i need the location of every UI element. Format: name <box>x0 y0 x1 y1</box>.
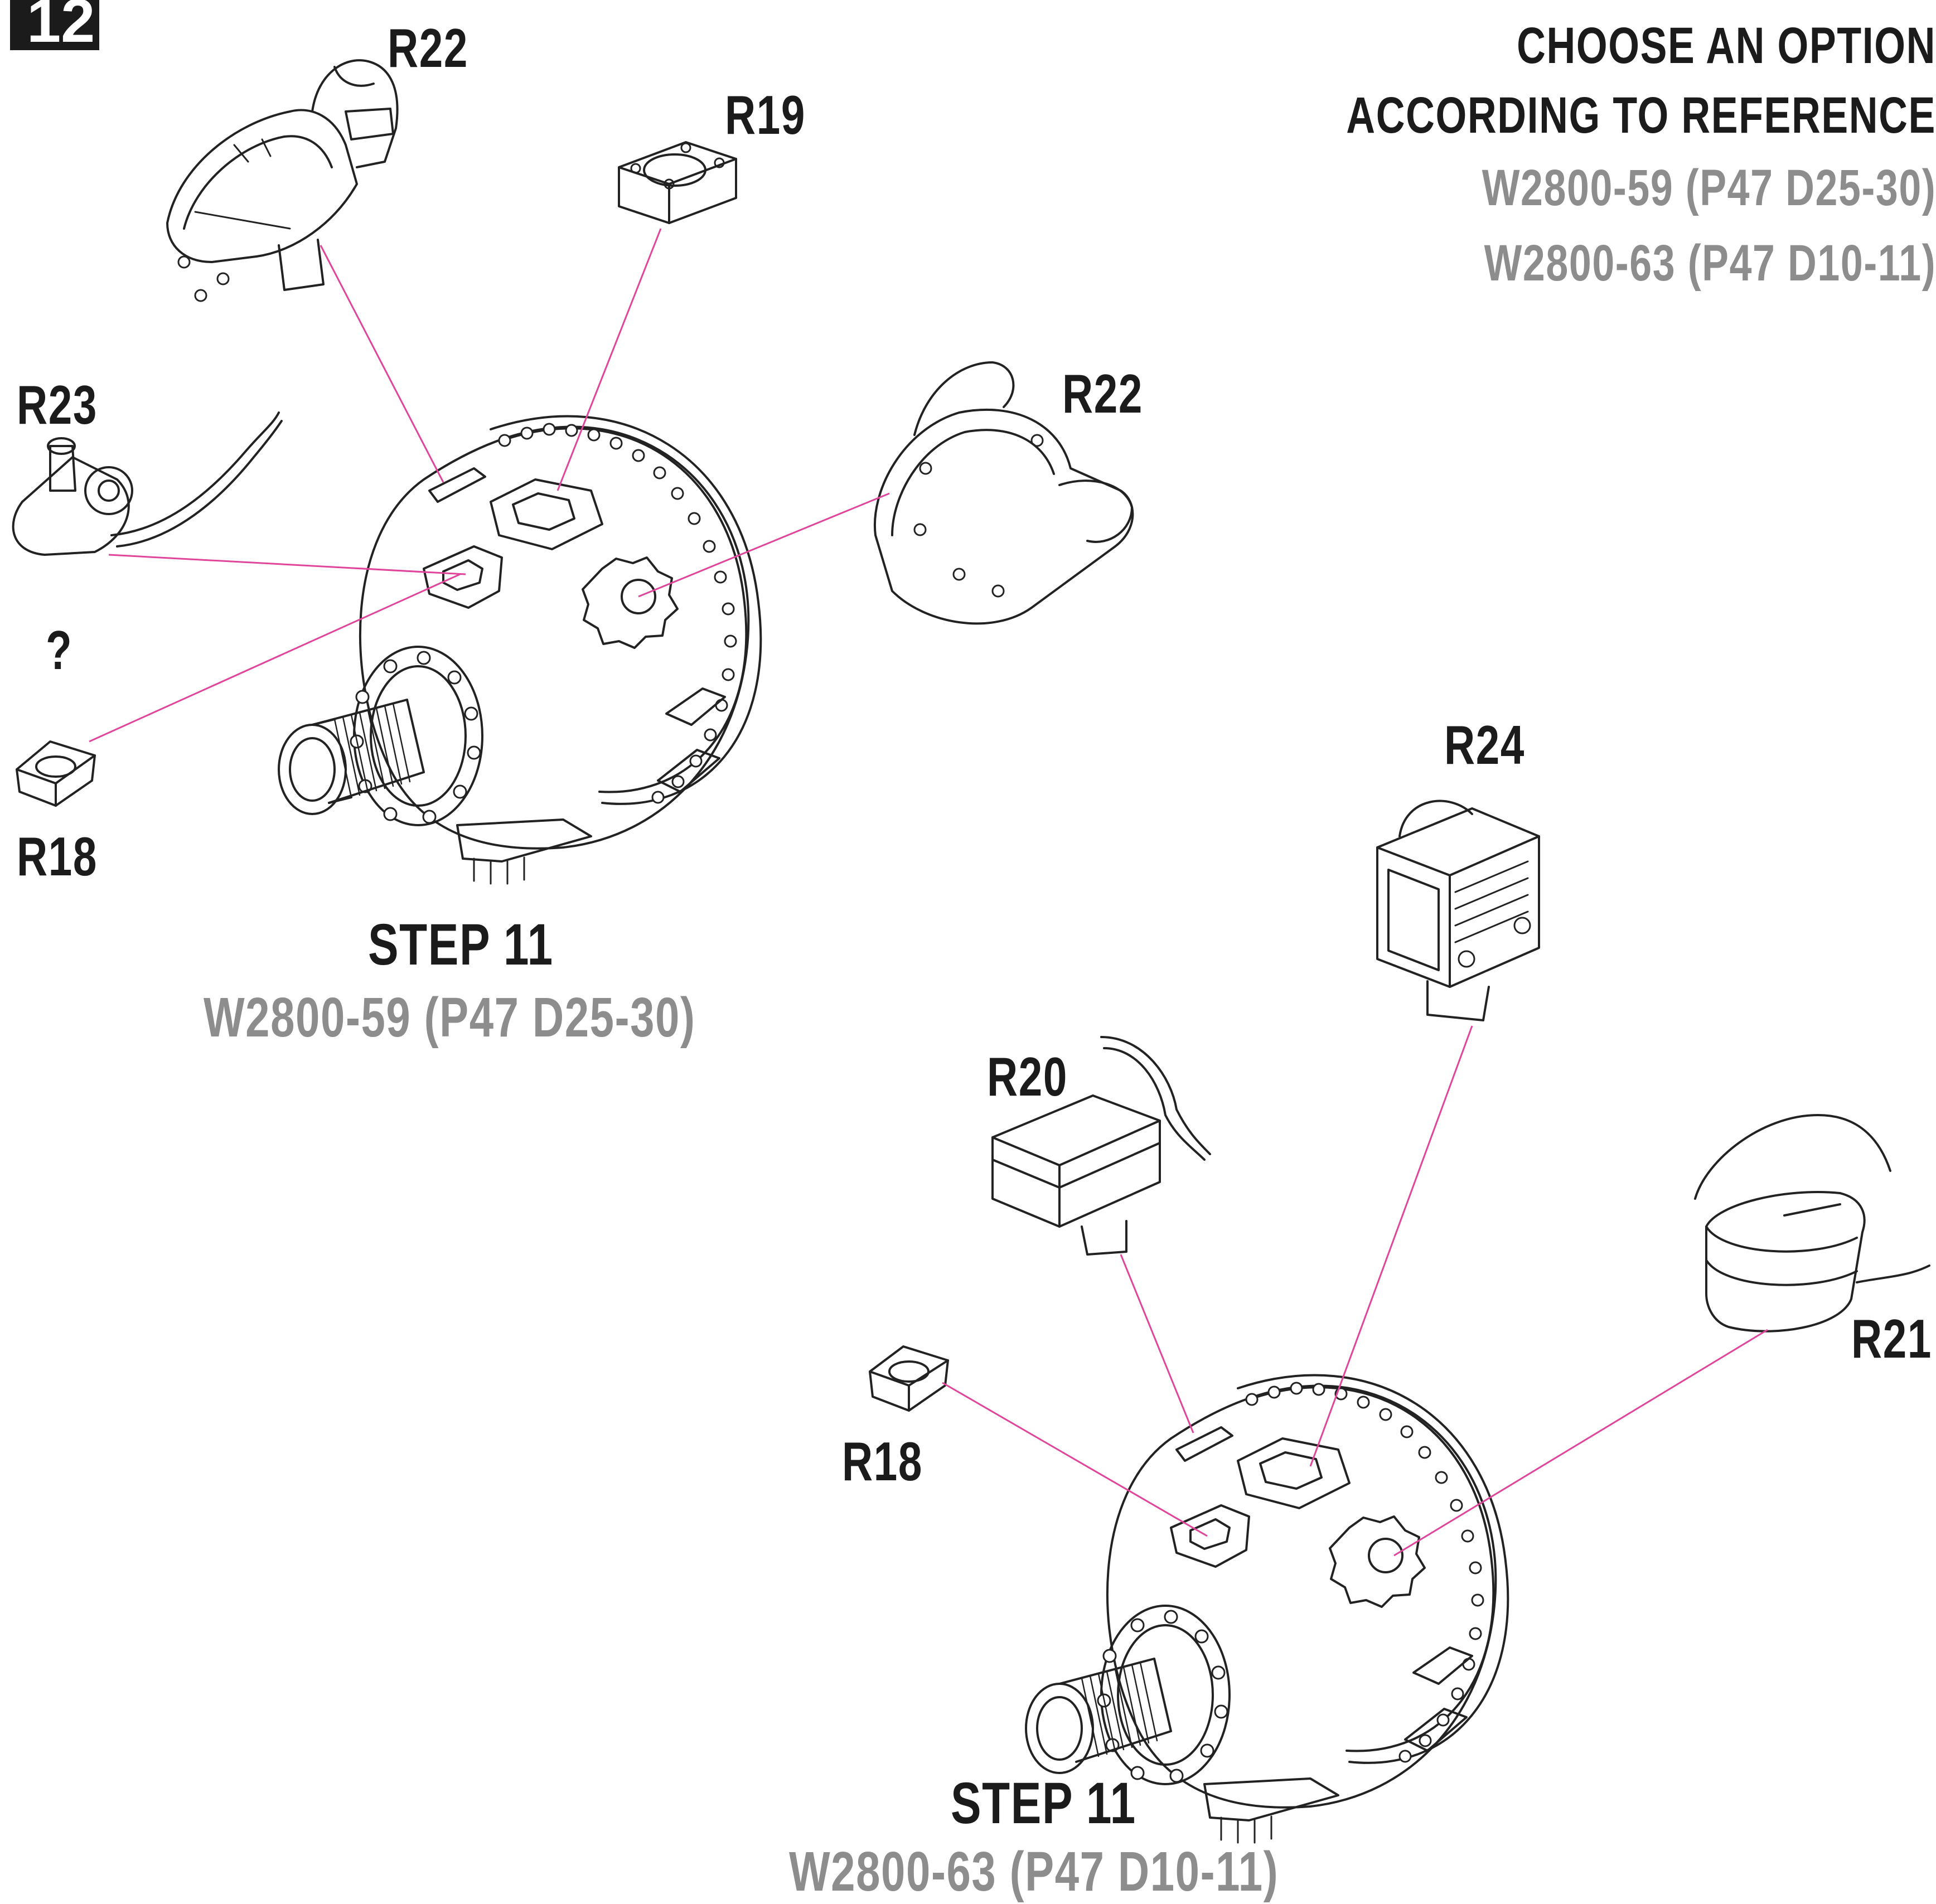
part-label-r20: R20 <box>987 1046 1068 1107</box>
part-label-r24: R24 <box>1444 714 1525 776</box>
step-label-b: STEP 11 <box>951 1771 1136 1836</box>
leader-r19 <box>556 228 662 491</box>
gear-case-assembly-a <box>278 415 762 885</box>
leader-r18-left <box>89 573 461 743</box>
leader-r20 <box>1120 1254 1194 1433</box>
instruction-line-2: ACCORDING TO REFERENCE <box>1346 87 1936 144</box>
variant-label-b: W2800-63 (P47 D10-11) <box>789 1840 1279 1903</box>
leader-r21 <box>1393 1329 1768 1557</box>
part-r24-drawing <box>1376 800 1540 1021</box>
part-r19-drawing <box>618 141 737 224</box>
part-label-r19: R19 <box>725 84 806 146</box>
part-label-r21: R21 <box>1851 1308 1932 1369</box>
option-label-2: W2800-63 (P47 D10-11) <box>1484 235 1936 292</box>
part-label-r23: R23 <box>17 374 98 435</box>
leader-r22-right <box>638 492 890 598</box>
part-r18-left-drawing <box>16 740 96 807</box>
leader-r24 <box>1309 1025 1473 1467</box>
part-label-r18-bottom: R18 <box>842 1431 923 1492</box>
part-r20-drawing <box>991 1036 1211 1256</box>
variant-label-a: W2800-59 (P47 D25-30) <box>204 986 696 1049</box>
step-number: 12 <box>27 0 95 55</box>
part-label-r22-right: R22 <box>1062 363 1143 424</box>
part-r21-drawing <box>1694 1114 1930 1333</box>
gear-case-assembly-b <box>1025 1374 1509 1844</box>
part-label-question: ? <box>46 619 73 681</box>
leader-r22-top <box>320 245 444 483</box>
part-r22-top-drawing <box>166 59 399 302</box>
option-label-1: W2800-59 (P47 D25-30) <box>1482 159 1936 216</box>
part-label-r22-top: R22 <box>388 17 468 79</box>
part-r22-right-drawing <box>873 361 1134 625</box>
part-label-r18-left: R18 <box>17 826 98 887</box>
leader-lines <box>89 228 1768 1557</box>
leader-r23 <box>108 554 466 575</box>
part-r18-bottom-drawing <box>869 1345 949 1412</box>
step-label-a: STEP 11 <box>368 912 554 977</box>
leader-r18-bottom <box>942 1382 1208 1537</box>
part-r23-drawing <box>12 411 283 556</box>
instruction-line-1: CHOOSE AN OPTION <box>1517 17 1936 74</box>
step-number-badge: 12 <box>10 0 99 55</box>
